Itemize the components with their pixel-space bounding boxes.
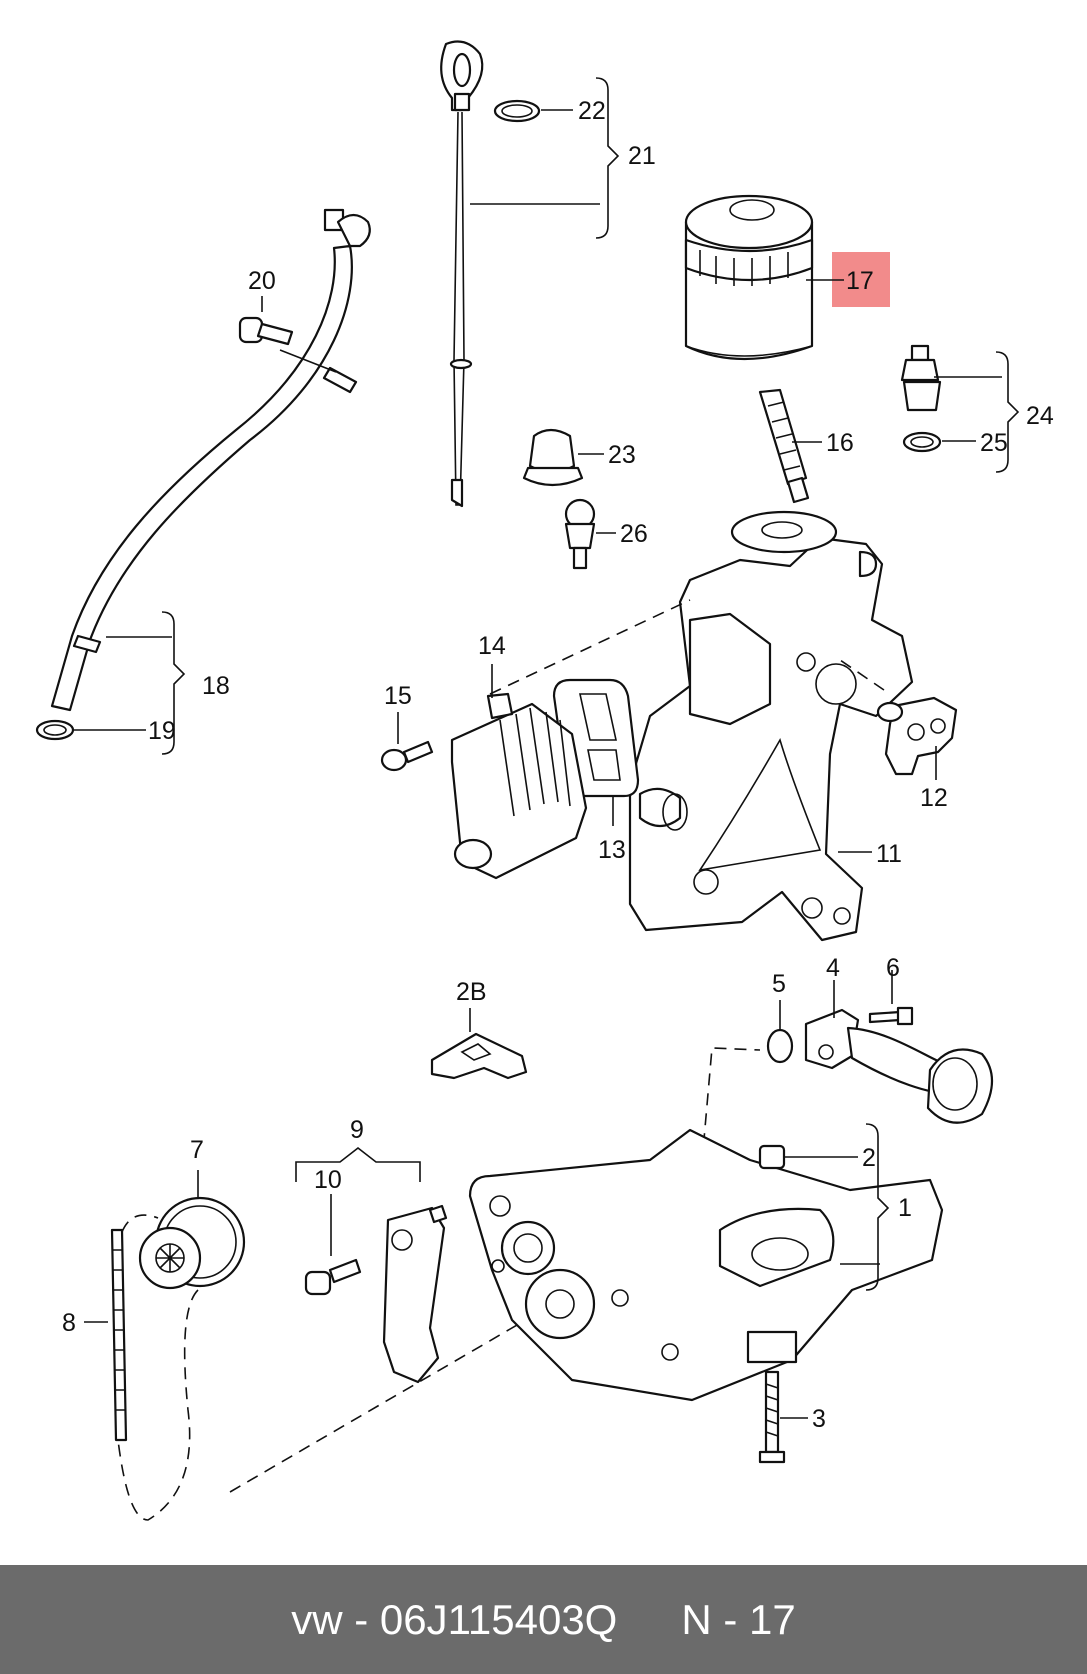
callout-24: 24	[1026, 402, 1054, 430]
callout-15: 15	[384, 682, 412, 710]
parts-diagram: 22 21 17 20 24 16 25 23 26 14 18 15 19 1…	[35, 40, 1054, 1521]
callout-9: 9	[350, 1116, 364, 1144]
pipe-o-ring[interactable]	[766, 1028, 794, 1064]
oil-pressure-switch[interactable]	[900, 344, 942, 412]
oil-filter[interactable]	[684, 194, 814, 361]
callout-2B: 2B	[456, 978, 487, 1006]
callout-10: 10	[314, 1166, 342, 1194]
switch-seal[interactable]	[902, 431, 942, 453]
dipstick-o-ring[interactable]	[493, 99, 541, 123]
dipstick-guide-tube[interactable]	[50, 208, 371, 712]
callout-16: 16	[826, 429, 854, 457]
dowel-sleeve[interactable]	[758, 1144, 786, 1170]
callout-21: 21	[628, 142, 656, 170]
callout-8: 8	[62, 1309, 76, 1337]
callout-11: 11	[876, 840, 902, 868]
pipe-bolt[interactable]	[868, 1006, 914, 1026]
tube-bolt[interactable]	[238, 316, 294, 346]
chain-tensioner[interactable]	[382, 1204, 448, 1384]
callout-20: 20	[248, 267, 276, 295]
callout-19: 19	[148, 717, 176, 745]
callout-26: 26	[620, 520, 648, 548]
callout-6: 6	[886, 954, 900, 982]
tensioner-bolt[interactable]	[304, 1258, 362, 1296]
oil-dipstick[interactable]	[440, 40, 484, 508]
callout-14: 14	[478, 632, 506, 660]
part-number-bar: vw - 06J115403Q N - 17	[0, 1565, 1087, 1674]
callout-4: 4	[826, 954, 840, 982]
pump-sprocket[interactable]	[138, 1196, 246, 1290]
valve-element[interactable]	[564, 498, 596, 570]
oil-cooler[interactable]	[450, 692, 588, 880]
callout-18: 18	[202, 672, 230, 700]
oil-pump[interactable]	[468, 1128, 944, 1402]
tube-o-ring[interactable]	[35, 719, 75, 741]
part-number: vw - 06J115403Q	[291, 1595, 618, 1643]
oil-pickup-pipe[interactable]	[804, 1008, 993, 1124]
callout-13: 13	[598, 836, 626, 864]
callout-22: 22	[578, 97, 606, 125]
oil-filter-housing[interactable]	[628, 510, 914, 942]
callout-1: 1	[898, 1194, 912, 1222]
bracket-2b[interactable]	[430, 1032, 528, 1080]
sealing-plug[interactable]	[522, 428, 584, 487]
pump-bolt[interactable]	[758, 1370, 786, 1464]
housing-seals[interactable]	[876, 696, 958, 776]
callout-7: 7	[190, 1136, 204, 1164]
drive-chain[interactable]	[110, 1228, 128, 1442]
filter-insert[interactable]	[758, 388, 810, 504]
callout-17: 17	[846, 267, 874, 295]
position-number: N - 17	[681, 1595, 796, 1643]
callout-23: 23	[608, 441, 636, 469]
callout-12: 12	[920, 784, 948, 812]
callout-25: 25	[980, 429, 1008, 457]
callout-5: 5	[772, 970, 786, 998]
cooler-bolt[interactable]	[380, 740, 434, 772]
callout-3: 3	[812, 1405, 826, 1433]
callout-2: 2	[862, 1144, 876, 1172]
